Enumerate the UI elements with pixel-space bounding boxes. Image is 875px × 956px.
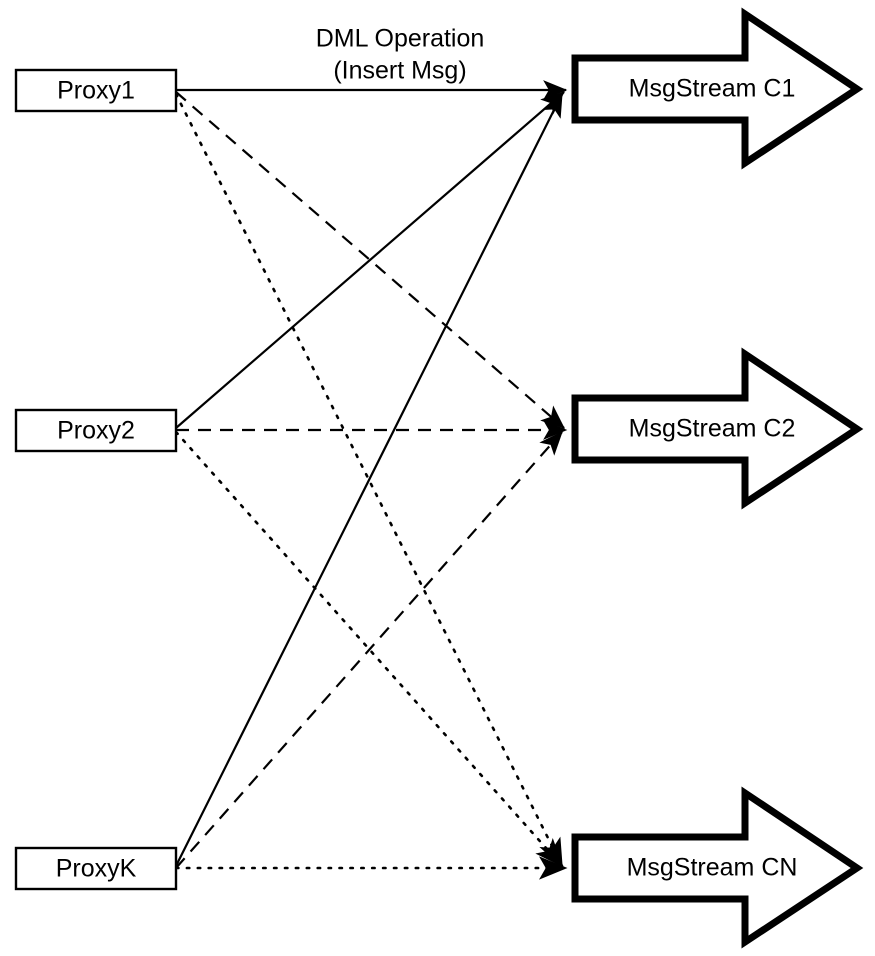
proxy-node-proxy1[interactable]: Proxy1 [14,68,178,113]
msgstream-c1-block-arrow[interactable] [571,7,864,170]
edge-proxy1-to-msgstream-cn [174,92,564,868]
msgstream-cn-label: MsgStream CN [627,854,798,882]
msgstream-cn-block-arrow[interactable] [571,786,864,949]
proxy1-label: Proxy1 [57,77,135,105]
stream-node-msgstream-c1[interactable]: MsgStream C1 [571,7,864,170]
proxy1-box[interactable] [14,68,178,113]
edge-proxy1-to-msgstream-c2 [175,91,565,429]
edge-proxy2-to-msgstream-c1 [175,91,565,429]
edge-caption-line-2: (Insert Msg) [333,57,466,85]
edge-caption-line-1: DML Operation [316,25,485,53]
msgstream-c1-label: MsgStream C1 [629,75,796,103]
edge-group-proxyk [174,92,568,880]
proxy-node-proxy2[interactable]: Proxy2 [14,408,178,453]
proxyk-box[interactable] [14,846,178,891]
edge-group-proxy1 [174,80,568,868]
stream-node-msgstream-c2[interactable]: MsgStream C2 [571,347,864,510]
edge-caption-dml-operation: DML Operation (Insert Msg) [316,25,485,85]
edge-proxyk-to-msgstream-c1 [175,92,563,867]
proxyk-label: ProxyK [56,855,137,883]
edge-proxy2-to-msgstream-cn [174,430,564,868]
proxy2-box[interactable] [14,408,178,453]
msgstream-c2-block-arrow[interactable] [571,347,864,510]
stream-node-msgstream-cn[interactable]: MsgStream CN [571,786,864,949]
proxy2-label: Proxy2 [57,417,135,445]
proxy-node-proxyk[interactable]: ProxyK [14,846,178,891]
edge-group-proxy2 [174,91,568,868]
edge-proxyk-to-msgstream-c2 [175,431,563,869]
msgstream-c2-label: MsgStream C2 [629,415,796,443]
